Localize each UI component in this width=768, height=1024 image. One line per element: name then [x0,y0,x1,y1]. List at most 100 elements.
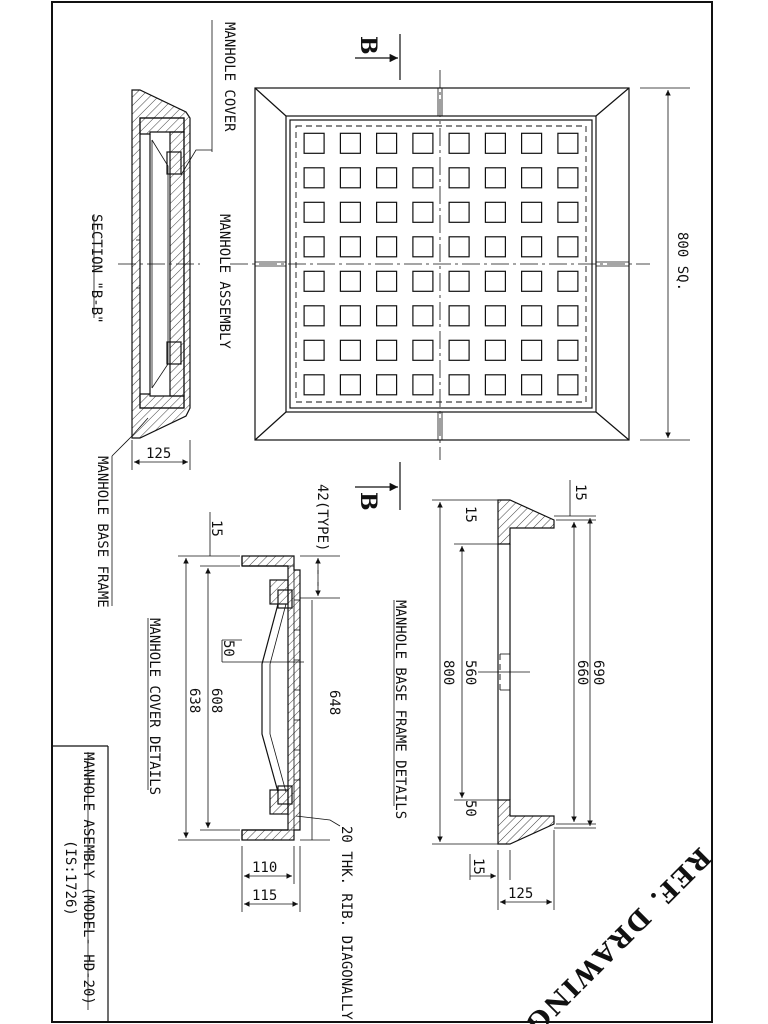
section-mark-bottom: B [355,492,381,511]
grid-square [484,305,506,327]
label-rib-note: 20 THK. RIB. DIAGONALLY [338,826,354,1020]
grid-square [448,339,470,361]
grid-square [520,132,543,154]
section-bb: MANHOLE COVER MANHOLE ASSEMBLY SECTION "… [88,20,237,608]
grid-square [484,270,506,292]
frame-690-dim: 690 [590,660,606,685]
grid-square [557,339,579,361]
title-line2: (IS:1726) [62,840,78,916]
cover-15-dim: 15 [208,520,224,537]
grid-square [520,167,543,189]
sec-depth-dim: 125 [146,446,171,462]
frame-50-dim: 50 [462,800,478,817]
grid-square [412,236,434,258]
label-section-bb: SECTION "B-B" [88,214,104,324]
plan-view: 800 SQ. B B [230,34,690,511]
grid-square [484,236,506,258]
label-frame-details: MANHOLE BASE FRAME DETAILS [392,600,408,819]
grid-square [448,305,470,327]
grid-square [412,132,434,154]
overall-dim-text: 800 SQ. [674,232,690,291]
grid-square [484,167,506,189]
grid-square [376,305,398,327]
grid-square [484,339,506,361]
frame-15-left-dim: 15 [462,506,478,523]
grid-square [412,374,434,396]
grid-square [520,339,543,361]
section-mark-top: B [355,36,381,55]
grid-square [376,236,398,258]
grid-square [412,270,434,292]
grid-square [557,270,579,292]
grid-square [484,201,506,223]
label-manhole-base-frame: MANHOLE BASE FRAME [94,456,110,608]
grid-square [376,201,398,223]
grid-square [557,374,579,396]
grid-square [448,201,470,223]
grid-square [448,374,470,396]
title-block: MANHOLE ASEMBLY (MODEL- HD-20) (IS:1726) [52,745,109,1022]
cover-608-dim: 608 [208,688,224,713]
plan-grid-squares [303,132,579,396]
grid-square [520,305,543,327]
grid-square [303,305,325,327]
grid-square [376,132,398,154]
grid-square [448,167,470,189]
grid-square [412,167,434,189]
grid-square [376,374,398,396]
grid-square [339,236,361,258]
grid-square [339,270,361,292]
frame-details: 800 560 15 50 660 690 15 15 125 MANHOLE … [392,480,606,910]
grid-square [412,339,434,361]
grid-square [303,167,325,189]
grid-square [557,201,579,223]
frame-660-dim: 660 [574,660,590,685]
grid-square [376,167,398,189]
grid-square [376,339,398,361]
grid-square [520,236,543,258]
grid-square [412,305,434,327]
grid-square [339,305,361,327]
grid-square [557,132,579,154]
grid-square [484,132,506,154]
frame-560-dim: 560 [462,660,478,685]
grid-square [339,374,361,396]
cover-115-dim: 115 [252,888,277,904]
grid-square [484,374,506,396]
cover-type-dim: 42(TYPE) [314,484,330,551]
grid-square [339,201,361,223]
frame-15-top-dim: 15 [572,484,588,501]
grid-square [557,305,579,327]
label-manhole-cover: MANHOLE COVER [221,22,237,132]
grid-square [520,201,543,223]
grid-square [339,167,361,189]
grid-square [303,236,325,258]
grid-square [520,270,543,292]
frame-800-dim: 800 [440,660,456,685]
sheet-border [51,1,713,1023]
grid-square [303,374,325,396]
grid-square [303,339,325,361]
grid-square [339,132,361,154]
label-manhole-assembly: MANHOLE ASSEMBLY [216,214,232,349]
grid-square [448,270,470,292]
cover-details: 42(TYPE) 648 15 638 608 50 MANHOLE COVER… [146,484,354,1020]
label-cover-details: MANHOLE COVER DETAILS [146,618,162,795]
grid-square [376,270,398,292]
grid-square [303,270,325,292]
grid-square [412,201,434,223]
grid-square [520,374,543,396]
grid-square [557,236,579,258]
grid-square [557,167,579,189]
grid-square [303,201,325,223]
cover-110-dim: 110 [252,860,277,876]
cover-648-dim: 648 [326,690,342,715]
cover-50-dim: 50 [220,640,236,657]
cover-638-dim: 638 [186,688,202,713]
grid-square [448,236,470,258]
grid-square [339,339,361,361]
grid-square [303,132,325,154]
frame-125-dim: 125 [508,886,533,902]
frame-15-bot-dim: 15 [470,858,486,875]
